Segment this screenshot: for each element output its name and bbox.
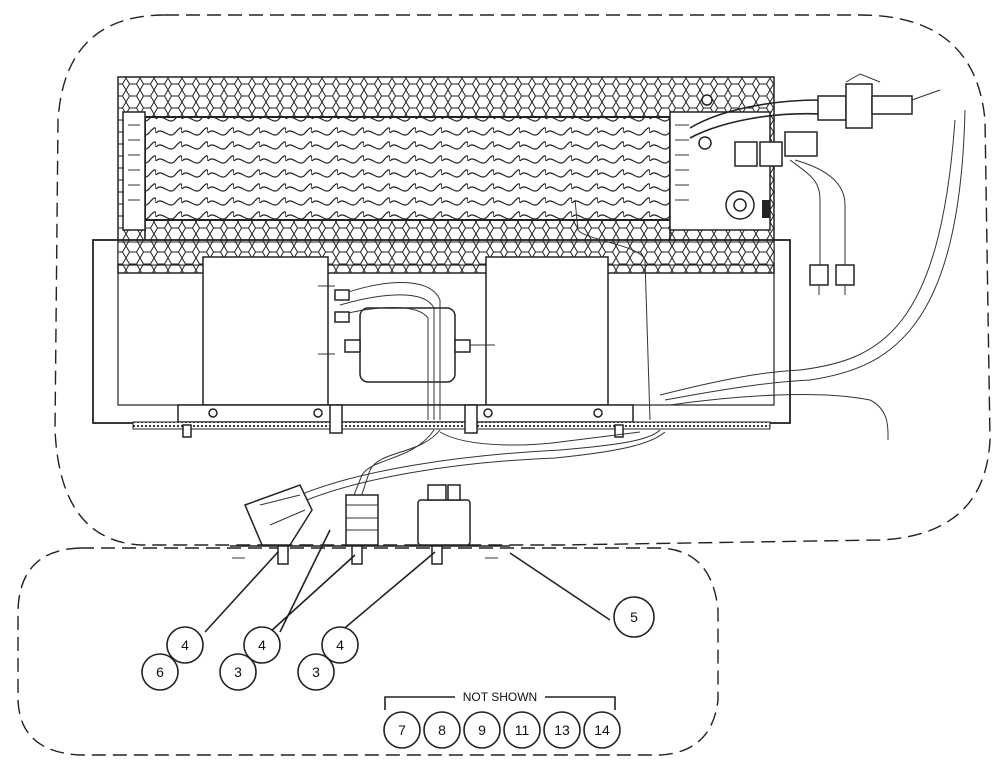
panel-connectors	[318, 285, 350, 355]
not-shown-group: NOT SHOWN 7 8 9 11 13 14	[383, 690, 621, 749]
svg-text:4: 4	[258, 637, 266, 653]
perforated-strip	[132, 421, 771, 430]
svg-text:5: 5	[630, 609, 638, 625]
svg-text:4: 4	[181, 637, 189, 653]
svg-text:11: 11	[515, 722, 530, 738]
svg-text:3: 3	[234, 664, 242, 680]
not-shown-item-8: 8	[423, 711, 461, 749]
valve-assembly	[689, 73, 941, 295]
leader-lines	[204, 529, 611, 633]
right-panel	[485, 256, 609, 406]
svg-text:9: 9	[478, 722, 486, 738]
callout-4a: 4	[166, 626, 204, 664]
transformer-body	[359, 307, 456, 383]
svg-text:14: 14	[594, 722, 610, 738]
svg-text:6: 6	[156, 664, 164, 680]
svg-text:3: 3	[312, 664, 320, 680]
svg-text:8: 8	[438, 722, 446, 738]
svg-text:13: 13	[554, 722, 570, 738]
svg-text:4: 4	[336, 637, 344, 653]
not-shown-item-9: 9	[463, 711, 501, 749]
callout-4b: 4	[243, 626, 281, 664]
lower-components	[230, 484, 510, 565]
mounting-rail	[177, 404, 634, 423]
left-panel	[202, 256, 329, 406]
callout-4c: 4	[321, 626, 359, 664]
not-shown-label: NOT SHOWN	[463, 690, 537, 704]
terminal-block	[345, 494, 379, 546]
callout-3b: 3	[297, 653, 335, 691]
angled-bracket	[244, 484, 313, 546]
svg-text:7: 7	[398, 722, 406, 738]
wiring-harness	[294, 109, 966, 506]
not-shown-item-11: 11	[503, 711, 541, 749]
heater-coil	[144, 116, 671, 221]
not-shown-item-13: 13	[543, 711, 581, 749]
lower-boundary-outline	[17, 547, 719, 756]
cylinder-component	[417, 499, 471, 546]
not-shown-item-14: 14	[583, 711, 621, 749]
not-shown-item-7: 7	[383, 711, 421, 749]
callout-3a: 3	[219, 653, 257, 691]
rail-screws	[182, 404, 624, 438]
callout-5: 5	[613, 596, 655, 638]
callout-6: 6	[141, 653, 179, 691]
